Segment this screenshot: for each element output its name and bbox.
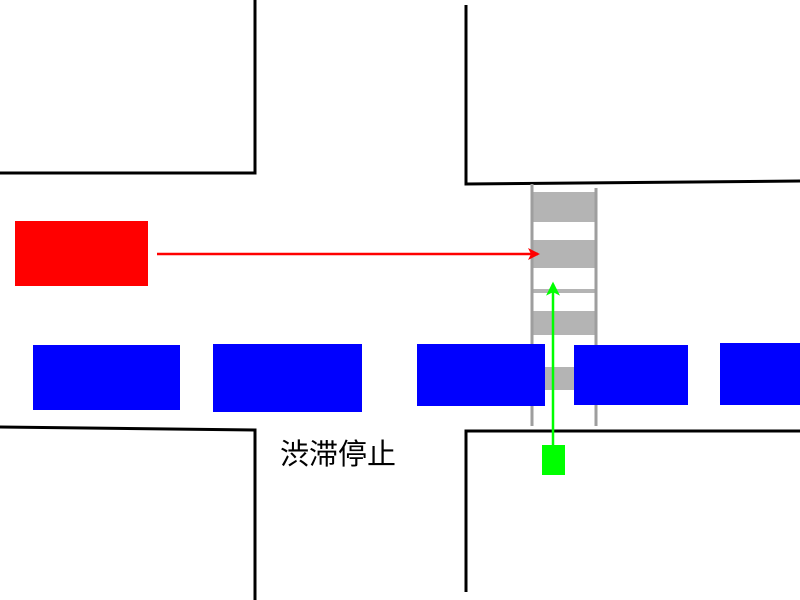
- crosswalk-stripe: [532, 311, 596, 335]
- congestion-stop-label: 渋滞停止: [280, 437, 396, 471]
- crosswalk-stripe: [532, 192, 596, 222]
- block-top-right: [464, 5, 800, 186]
- block-top-left: [0, 0, 257, 175]
- queued-car: [720, 343, 800, 405]
- moving-car: [15, 221, 148, 286]
- queued-car: [574, 345, 688, 405]
- crosswalk-stripe: [532, 289, 596, 293]
- block-bottom-left: [0, 425, 257, 600]
- pedestrian: [542, 445, 565, 475]
- block-bottom-right: [464, 429, 800, 592]
- queued-car: [33, 345, 180, 410]
- queued-car: [213, 344, 362, 412]
- queued-car: [417, 344, 545, 406]
- queued-cars: [33, 343, 800, 412]
- crosswalk-stripe: [532, 240, 596, 268]
